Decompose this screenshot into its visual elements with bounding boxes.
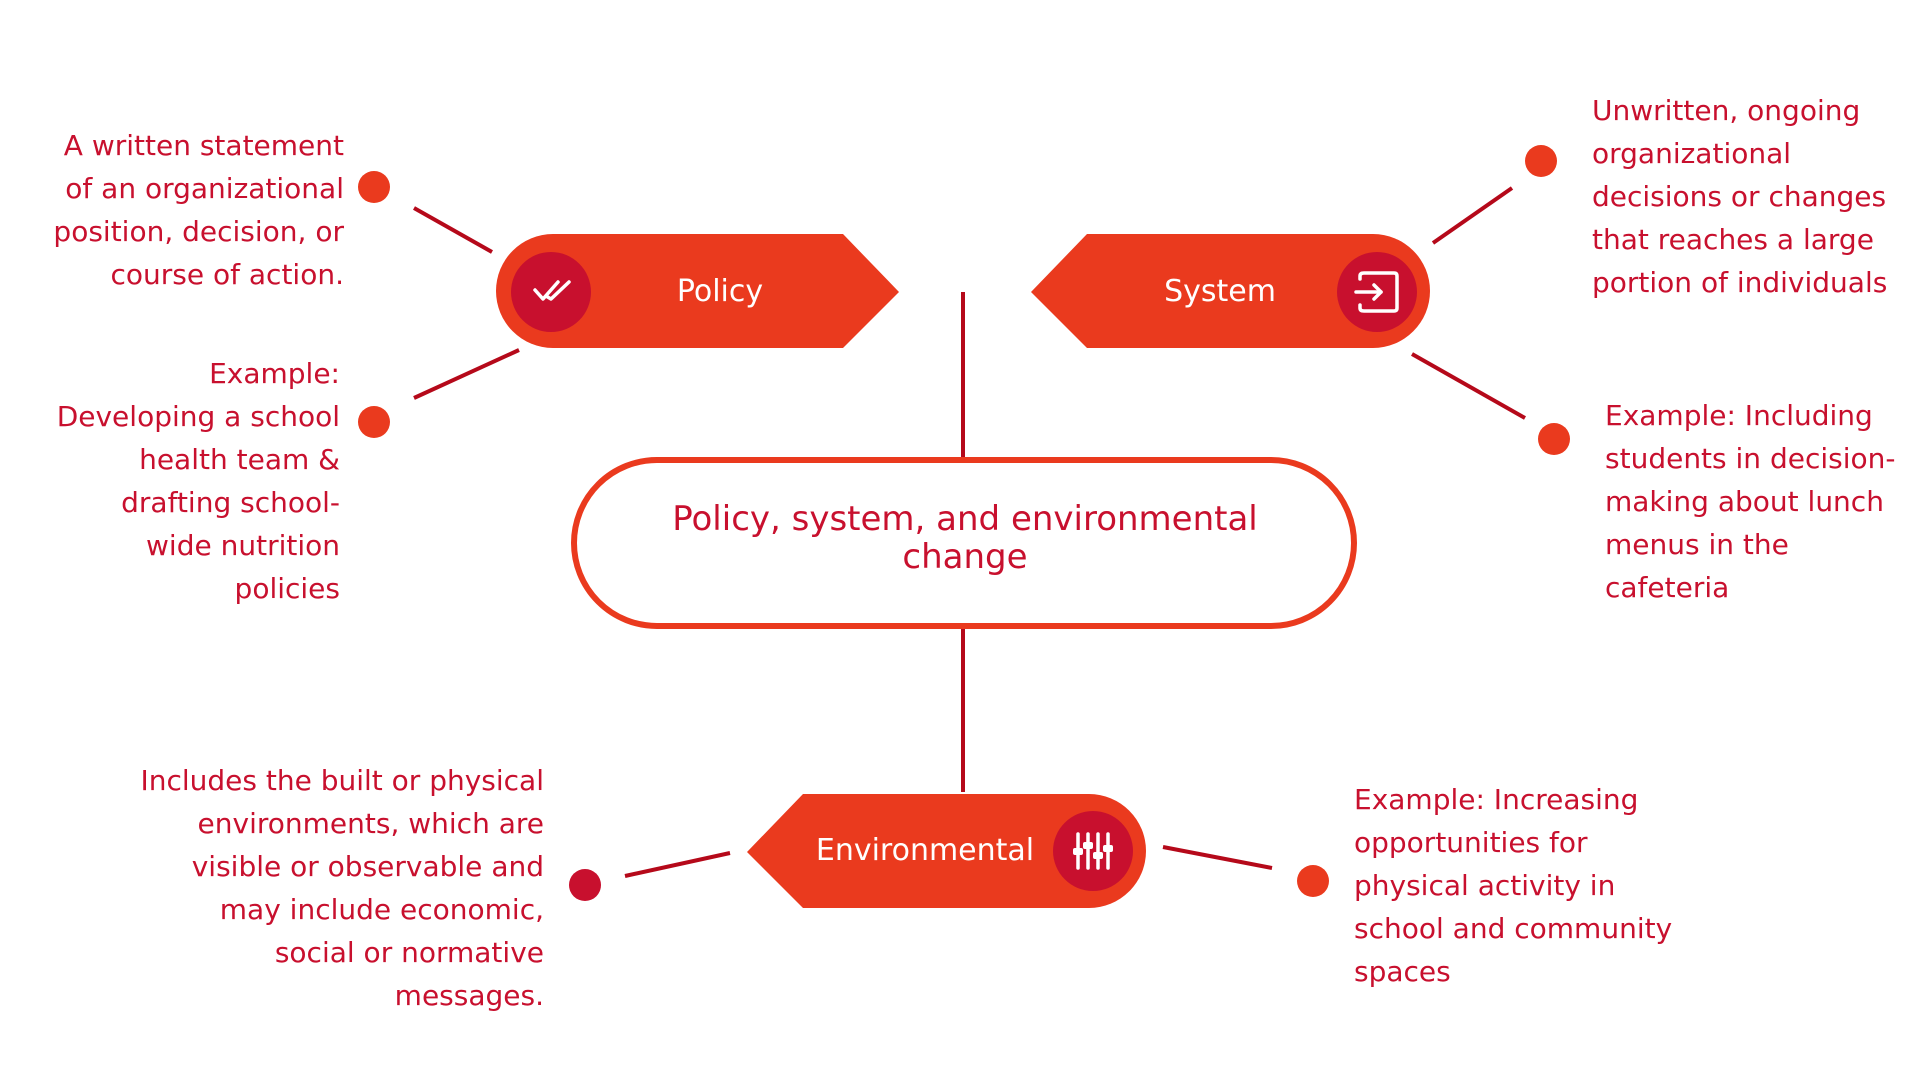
environmental-example-text: Example: Increasing opportunities for ph… <box>1354 783 1673 988</box>
center-title: Policy, system, and environmental change <box>672 499 1258 577</box>
connector-system-definition <box>1431 186 1514 245</box>
environmental-label: Environmental <box>815 833 1035 868</box>
policy-definition-text: A written statement of an organizational… <box>53 129 344 291</box>
system-example-text: Example: Including students in decision-… <box>1605 399 1896 604</box>
connector-policy-example <box>413 348 520 400</box>
bullet-dot <box>358 406 390 438</box>
double-check-icon <box>533 280 571 301</box>
connector-system-example <box>1411 352 1526 420</box>
bullet-dot <box>358 171 390 203</box>
bullet-dots <box>358 145 1570 901</box>
sign-in-icon <box>1354 271 1399 313</box>
system-label: System <box>1164 274 1276 309</box>
sliders-icon-knobs <box>1073 842 1113 859</box>
bullet-dot <box>1297 865 1329 897</box>
system-definition-text: Unwritten, ongoing organizational decisi… <box>1592 94 1888 299</box>
policy-example-text: Example: Developing a school health team… <box>56 357 340 605</box>
bullet-dot <box>569 869 601 901</box>
center-node <box>571 457 1357 629</box>
policy-node <box>496 234 899 348</box>
environmental-icon-circle <box>1053 811 1133 891</box>
environmental-definition-text: Includes the built or physical environme… <box>140 764 544 1012</box>
bullet-dot <box>1525 145 1557 177</box>
connector-environmental-definition <box>624 851 731 878</box>
system-node <box>1031 234 1430 348</box>
connector-environmental-example <box>1162 845 1273 870</box>
connector-policy-definition <box>413 206 493 254</box>
connector-lines <box>413 186 1526 878</box>
policy-label: Policy <box>676 274 764 309</box>
environmental-node <box>747 794 1146 908</box>
bullet-dot <box>1538 423 1570 455</box>
